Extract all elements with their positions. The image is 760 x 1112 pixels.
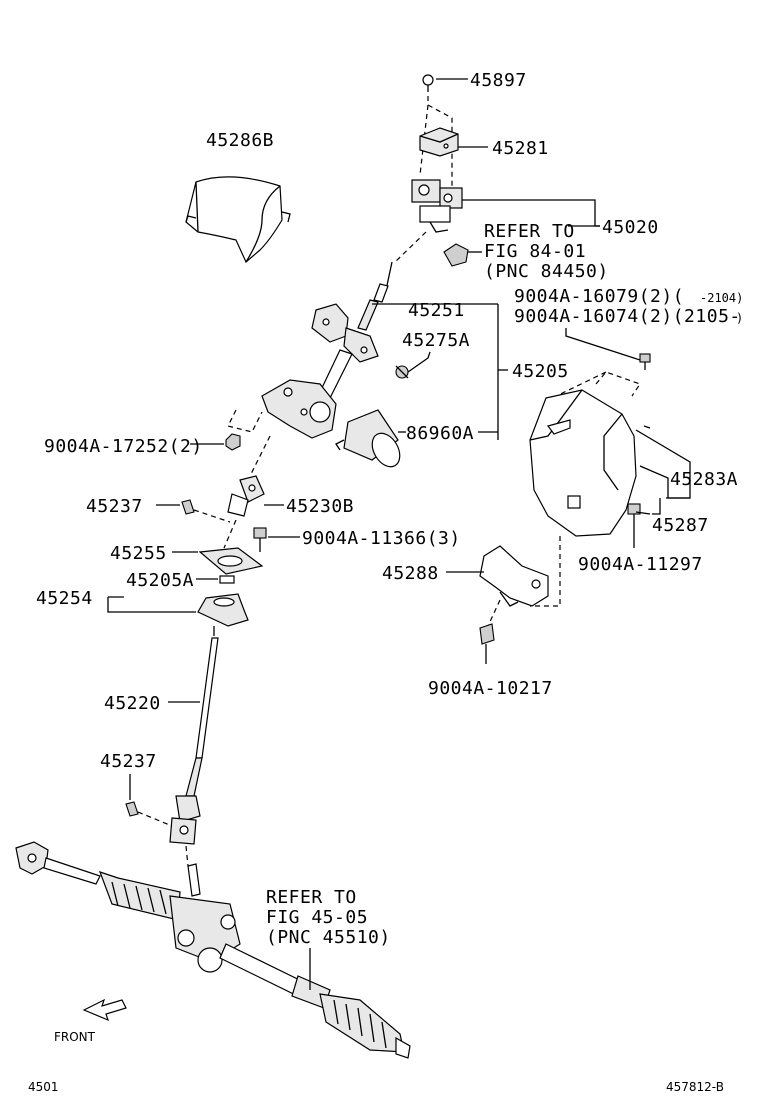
front-label: FRONT: [54, 1030, 96, 1044]
label-45255: 45255: [110, 543, 167, 564]
part-45251-column-assembly[interactable]: [261, 261, 393, 439]
label-9004A-16079: 9004A-16079(2)(: [514, 286, 684, 307]
label-45237-lower: 45237: [100, 751, 157, 772]
refer45-line2: FIG 45-05: [266, 907, 368, 928]
label-45205: 45205: [512, 361, 569, 382]
label-86960A: 86960A: [406, 423, 474, 444]
label-45205A: 45205A: [126, 570, 194, 591]
refer84-line2: FIG 84-01: [484, 241, 586, 262]
part-45220-intermediate-shaft[interactable]: [169, 637, 219, 845]
refer45-line3: (PNC 45510): [266, 927, 391, 948]
label-9004A-11297: 9004A-11297: [578, 554, 703, 575]
label-9004A-11366: 9004A-11366(3): [302, 528, 461, 549]
part-9004A-16079-bolt[interactable]: [639, 353, 651, 370]
part-86960A-motor[interactable]: [335, 409, 405, 472]
part-45288-bracket[interactable]: [479, 545, 549, 607]
part-45205A-clip[interactable]: [219, 575, 235, 584]
label-9004A-17252: 9004A-17252(2): [44, 436, 203, 457]
part-45286B-column-cover[interactable]: [185, 176, 291, 263]
label-45281: 45281: [492, 138, 549, 159]
part-45275A-bolt[interactable]: [395, 365, 409, 379]
label-45288: 45288: [382, 563, 439, 584]
label-45287: 45287: [652, 515, 709, 536]
front-arrow-icon: [82, 998, 127, 1022]
label-45230B: 45230B: [286, 496, 354, 517]
figure-code: 457812-B: [666, 1080, 724, 1094]
part-45020-switch-assembly[interactable]: [411, 179, 463, 233]
label-45286B: 45286B: [206, 130, 274, 151]
page-code: 4501: [28, 1080, 59, 1094]
part-45237-bolt-lower[interactable]: [125, 801, 139, 817]
part-45897-clip[interactable]: [422, 74, 434, 92]
label-45237-upper: 45237: [86, 496, 143, 517]
refer84-line3: (PNC 84450): [484, 261, 609, 282]
part-9004A-11366-bolt[interactable]: [253, 527, 267, 552]
label-9004A-16074: 9004A-16074(2)(2105-: [514, 306, 741, 327]
steering-rack-assembly[interactable]: [15, 841, 411, 1059]
label-45897: 45897: [470, 70, 527, 91]
part-45254-boot[interactable]: [197, 593, 249, 636]
part-45230B-joint[interactable]: [227, 475, 265, 517]
refer45-line1: REFER TO: [266, 887, 357, 908]
label-45220: 45220: [104, 693, 161, 714]
label-45275A: 45275A: [402, 330, 470, 351]
part-45255-seal-plate[interactable]: [198, 547, 264, 575]
part-9004A-17252-nut[interactable]: [225, 433, 241, 451]
label-9004A-16074-close: ): [736, 311, 743, 325]
refer84-line1: REFER TO: [484, 221, 575, 242]
part-45237-bolt-upper[interactable]: [181, 499, 195, 515]
part-45281-cover[interactable]: [419, 127, 459, 157]
label-45254: 45254: [36, 588, 93, 609]
part-84450-connector[interactable]: [443, 243, 469, 267]
label-45283A: 45283A: [670, 469, 738, 490]
label-45251: 45251: [408, 300, 465, 321]
label-45020: 45020: [602, 217, 659, 238]
part-9004A-11297-bolt[interactable]: [627, 503, 641, 530]
part-9004A-10217-bolt[interactable]: [479, 623, 495, 664]
part-45283A-lower-cover[interactable]: [529, 389, 651, 537]
label-9004A-10217: 9004A-10217: [428, 678, 553, 699]
label-9004A-16079-range: -2104): [700, 291, 743, 305]
